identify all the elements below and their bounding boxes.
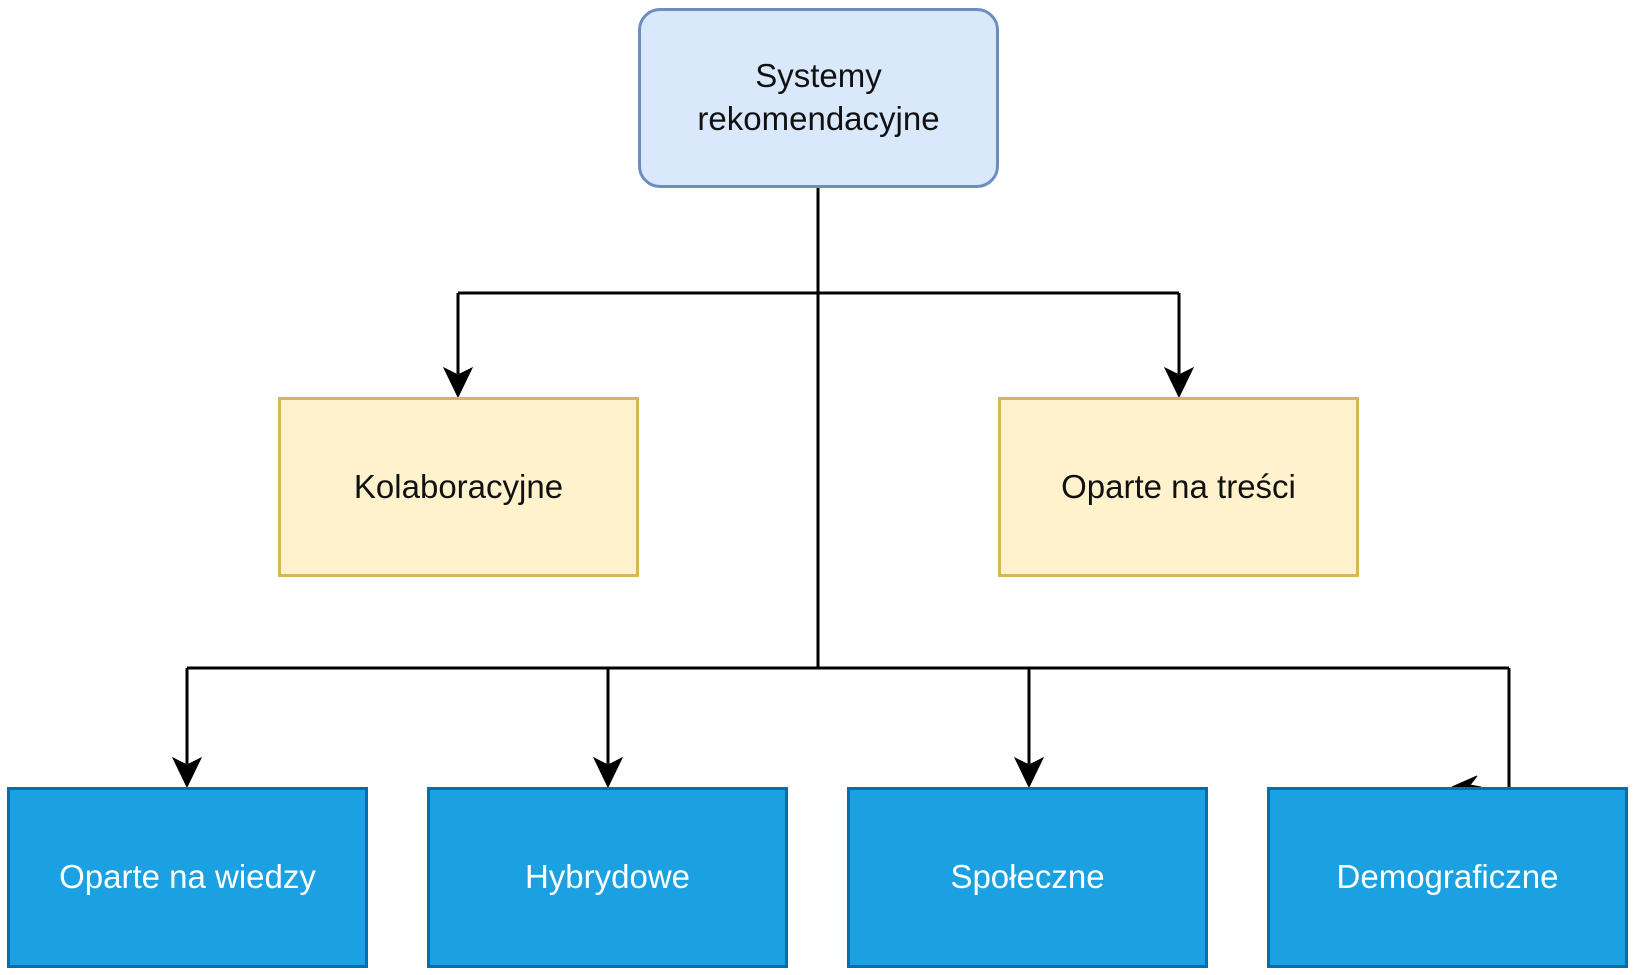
arrowhead-hybrydowe: [592, 756, 624, 789]
node-oparte-na-wiedzy-label: Oparte na wiedzy: [59, 858, 316, 896]
node-spoleczne[interactable]: Społeczne: [847, 787, 1208, 968]
root-node-systemy-rekomendacyjne[interactable]: Systemy rekomendacyjne: [638, 8, 999, 188]
node-hybrydowe[interactable]: Hybrydowe: [427, 787, 788, 968]
node-oparte-na-tresci-label: Oparte na treści: [1061, 467, 1296, 505]
node-oparte-na-tresci[interactable]: Oparte na treści: [998, 397, 1359, 577]
root-node-label: Systemy rekomendacyjne: [697, 57, 940, 137]
node-demograficzne-label: Demograficzne: [1336, 858, 1559, 896]
node-kolaboracyjne-label: Kolaboracyjne: [353, 467, 564, 505]
arrowhead-oparte-na-wiedzy: [171, 756, 203, 789]
node-hybrydowe-label: Hybrydowe: [524, 858, 691, 896]
node-demograficzne[interactable]: Demograficzne: [1267, 787, 1628, 968]
node-kolaboracyjne[interactable]: Kolaboracyjne: [278, 397, 639, 577]
arrowhead-oparte-na-tresci: [1163, 366, 1195, 399]
node-spoleczne-label: Społeczne: [950, 858, 1105, 896]
arrowhead-kolaboracyjne: [442, 366, 474, 399]
node-oparte-na-wiedzy[interactable]: Oparte na wiedzy: [7, 787, 368, 968]
arrowhead-spoleczne: [1013, 756, 1045, 789]
arrowhead-demograficzne: [1451, 775, 1482, 788]
